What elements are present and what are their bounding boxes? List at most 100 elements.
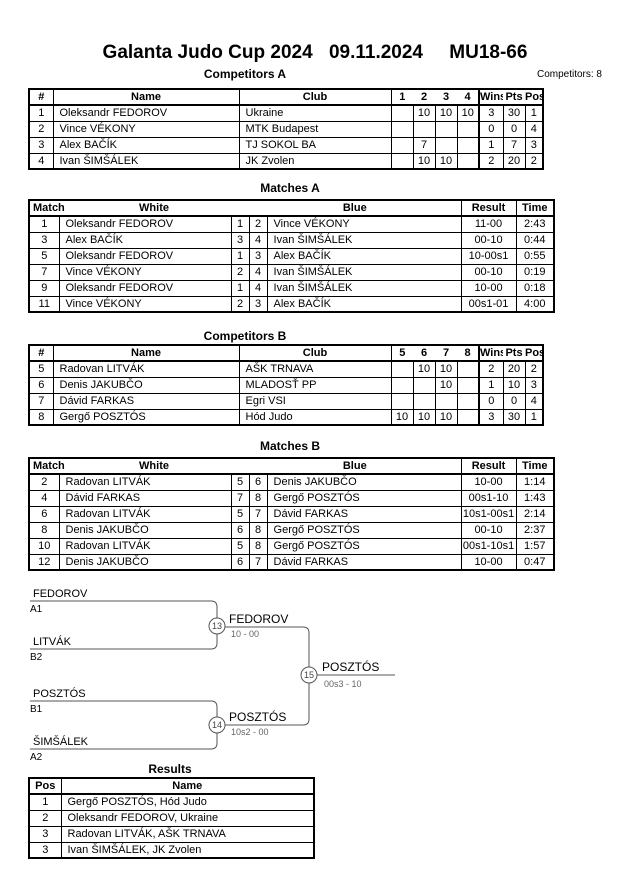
match-result: 00s1-10	[460, 489, 517, 507]
blue-name: Alex BAČÍK	[266, 247, 462, 265]
pos-cell: 2	[524, 152, 544, 170]
col-result: Result	[460, 457, 517, 475]
sf2-result: 10s2 - 00	[231, 727, 269, 737]
col-score-8: 8	[457, 344, 480, 362]
competitor-name: Vince VÉKONY	[52, 120, 240, 138]
match-result: 10-00s1	[460, 247, 517, 265]
white-competitor-number: 5	[230, 473, 250, 491]
white-competitor-number: 5	[230, 537, 250, 555]
matches-b-table: Match White Blue Result Time 2 Radovan L…	[28, 457, 556, 571]
white-name: Oleksandr FEDOROV	[58, 215, 232, 233]
match-row: 2 Radovan LITVÁK 5 6 Denis JAKUBČO 10-00…	[28, 473, 555, 491]
result-position: 3	[28, 825, 62, 843]
score-cell	[390, 360, 414, 378]
competitor-row: 8 Gergő POSZTÓS Hód Judo 10 10 10 3 30 1	[28, 408, 544, 426]
score-cell	[390, 104, 414, 122]
score-cell: 10	[412, 104, 436, 122]
white-competitor-number: 2	[230, 263, 250, 281]
title-event: Galanta Judo Cup 2024	[102, 42, 313, 63]
white-name: Radovan LITVÁK	[58, 537, 232, 555]
result-position: 3	[28, 841, 62, 859]
match-row: 8 Denis JAKUBČO 6 8 Gergő POSZTÓS 00-10 …	[28, 521, 555, 539]
white-competitor-number: 2	[230, 295, 250, 313]
sf1-bottom-seed: B2	[30, 652, 43, 663]
match-time: 2:37	[515, 521, 555, 539]
competitor-number: 5	[28, 360, 54, 378]
section-title-competitors-a: Competitors A	[203, 67, 287, 81]
table-header-row: # Name Club 1 2 3 4 Wins Pts Pos	[28, 88, 544, 106]
score-cell	[412, 120, 436, 138]
match-result: 10-00	[460, 279, 517, 297]
score-cell: 10	[434, 152, 458, 170]
col-number: #	[28, 88, 54, 106]
blue-name: Alex BAČÍK	[266, 295, 462, 313]
final-result: 00s3 - 10	[324, 679, 362, 689]
blue-competitor-number: 4	[248, 231, 268, 249]
match-number: 3	[28, 231, 60, 249]
blue-name: Gergő POSZTÓS	[266, 521, 462, 539]
competitor-number: 7	[28, 392, 54, 410]
matches-a-table: Match White Blue Result Time 1 Oleksandr…	[28, 199, 556, 313]
wins-cell: 3	[478, 408, 504, 426]
competitors-b-table: # Name Club 5 6 7 8 Wins Pts Pos 5 Radov…	[28, 344, 544, 426]
col-score-1: 1	[390, 88, 414, 106]
match-time: 0:44	[515, 231, 555, 249]
blue-name: Ivan ŠIMŠÁLEK	[266, 231, 462, 249]
col-time: Time	[515, 457, 555, 475]
match-row: 7 Vince VÉKONY 2 4 Ivan ŠIMŠÁLEK 00-10 0…	[28, 263, 555, 281]
sf2-winner-name: POSZTÓS	[229, 709, 286, 724]
match-time: 4:00	[515, 295, 555, 313]
col-match: Match	[28, 457, 65, 475]
col-pos: Pos	[28, 777, 62, 795]
score-cell	[390, 392, 414, 410]
col-pts: Pts	[503, 344, 526, 362]
col-club: Club	[238, 88, 392, 106]
blue-competitor-number: 8	[248, 489, 268, 507]
col-score-5: 5	[390, 344, 414, 362]
col-club: Club	[238, 344, 392, 362]
white-name: Denis JAKUBČO	[58, 553, 232, 571]
pts-cell: 10	[502, 376, 526, 394]
result-row: 3 Radovan LITVÁK, AŠK TRNAVA	[28, 825, 315, 843]
competitors-count-label: Competitors: 8	[536, 69, 602, 80]
match-time: 1:14	[515, 473, 555, 491]
pts-cell: 0	[502, 120, 526, 138]
col-blue: Blue	[249, 457, 462, 475]
sf1-top-seed: A1	[30, 604, 43, 615]
title-date: 09.11.2024	[328, 42, 423, 63]
match-number: 11	[28, 295, 60, 313]
competitor-name: Radovan LITVÁK	[52, 360, 240, 378]
table-header-row: # Name Club 5 6 7 8 Wins Pts Pos	[28, 344, 544, 362]
white-competitor-number: 3	[230, 231, 250, 249]
match-row: 12 Denis JAKUBČO 6 7 Dávid FARKAS 10-00 …	[28, 553, 555, 571]
match-number: 2	[28, 473, 60, 491]
white-name: Radovan LITVÁK	[58, 473, 232, 491]
blue-name: Gergő POSZTÓS	[266, 489, 462, 507]
sf1-winner-name: FEDOROV	[229, 612, 288, 626]
result-row: 2 Oleksandr FEDOROV, Ukraine	[28, 809, 315, 827]
blue-competitor-number: 7	[248, 505, 268, 523]
pts-cell: 30	[502, 408, 526, 426]
blue-competitor-number: 3	[248, 295, 268, 313]
score-cell	[434, 136, 458, 154]
score-cell	[390, 152, 414, 170]
competitor-number: 3	[28, 136, 54, 154]
pts-cell: 0	[502, 392, 526, 410]
match-number: 6	[28, 505, 60, 523]
blue-name: Dávid FARKAS	[266, 553, 462, 571]
final-bracket: 13 14 15 FEDOROV A1 LITVÁK B2 FEDOROV 10…	[30, 588, 395, 763]
score-cell: 10	[434, 104, 458, 122]
bracket-line-winner-sf1	[225, 626, 310, 667]
col-name: Name	[52, 344, 240, 362]
score-cell: 10	[390, 408, 414, 426]
competitor-number: 8	[28, 408, 54, 426]
match-row: 11 Vince VÉKONY 2 3 Alex BAČÍK 00s1-01 4…	[28, 295, 555, 313]
sf1-bottom-name: LITVÁK	[33, 635, 72, 648]
blue-name: Dávid FARKAS	[266, 505, 462, 523]
blue-competitor-number: 6	[248, 473, 268, 491]
match-time: 2:14	[515, 505, 555, 523]
competitor-number: 4	[28, 152, 54, 170]
result-position: 1	[28, 793, 62, 811]
match-result: 00s1-01	[460, 295, 517, 313]
